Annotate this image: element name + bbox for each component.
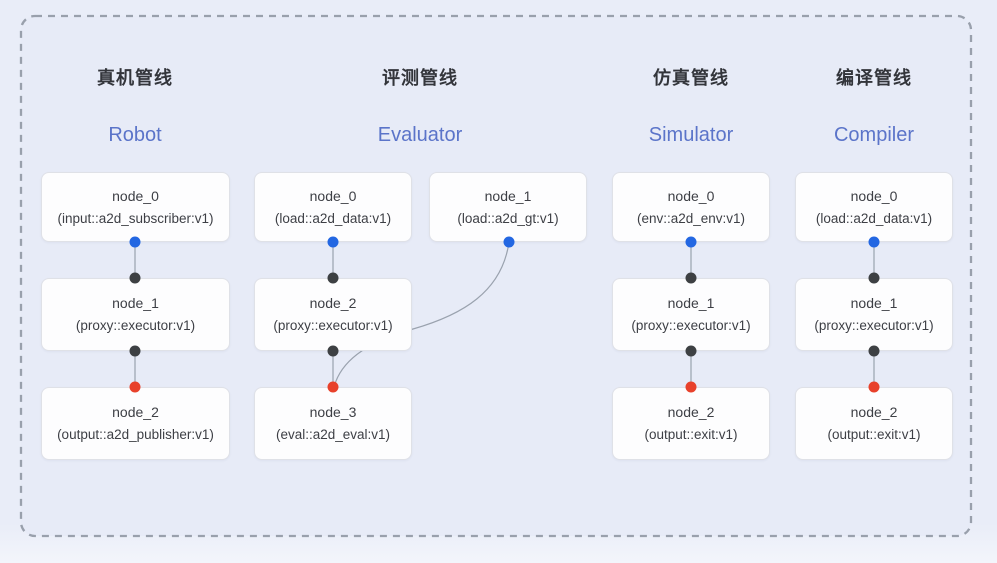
- simulator-node-2: node_2 (output::exit:v1): [612, 387, 770, 460]
- compiler-node-0: node_0 (load::a2d_data:v1): [795, 172, 953, 242]
- node-name: node_2: [667, 404, 715, 420]
- node-spec: (proxy::executor:v1): [75, 318, 196, 333]
- node-name: node_2: [112, 404, 159, 420]
- node-spec: (env::a2d_env:v1): [636, 210, 746, 226]
- node-name: node_1: [484, 187, 532, 204]
- node-name: node_0: [112, 187, 159, 204]
- node-name: node_2: [309, 295, 357, 311]
- node-spec: (output::exit:v1): [644, 427, 738, 442]
- pipeline-title-zh-compiler: 编译管线: [836, 68, 912, 88]
- pipeline-title-zh-evaluator: 评测管线: [382, 68, 458, 88]
- compiler-node-2: node_2 (output::exit:v1): [795, 387, 953, 460]
- node-spec: (output::a2d_publisher:v1): [57, 427, 214, 442]
- node-spec: (load::a2d_data:v1): [274, 210, 392, 226]
- node-name: node_1: [112, 295, 159, 311]
- node-spec: (proxy::executor:v1): [631, 318, 751, 333]
- node-name: node_0: [667, 187, 715, 204]
- pipeline-title-zh-simulator: 仿真管线: [653, 68, 729, 88]
- node-name: node_2: [850, 404, 898, 420]
- node-spec: (proxy::executor:v1): [273, 318, 393, 333]
- node-spec: (proxy::executor:v1): [814, 318, 934, 333]
- node-spec: (eval::a2d_eval:v1): [275, 427, 391, 442]
- simulator-node-1: node_1 (proxy::executor:v1): [612, 278, 770, 351]
- robot-node-0: node_0 (input::a2d_subscriber:v1): [41, 172, 230, 242]
- pipeline-title-en-robot: Robot: [108, 124, 162, 146]
- robot-node-2: node_2 (output::a2d_publisher:v1): [41, 387, 230, 460]
- evaluator-node-0: node_0 (load::a2d_data:v1): [254, 172, 412, 242]
- pipeline-title-zh-robot: 真机管线: [97, 68, 173, 88]
- node-spec: (load::a2d_gt:v1): [457, 210, 559, 226]
- node-spec: (load::a2d_data:v1): [815, 210, 933, 226]
- compiler-node-1: node_1 (proxy::executor:v1): [795, 278, 953, 351]
- node-name: node_0: [309, 187, 357, 204]
- node-name: node_1: [667, 295, 715, 311]
- node-spec: (input::a2d_subscriber:v1): [57, 210, 214, 226]
- pipeline-title-en-compiler: Compiler: [833, 124, 915, 146]
- node-name: node_1: [850, 295, 898, 311]
- evaluator-node-2: node_2 (proxy::executor:v1): [254, 278, 412, 351]
- evaluator-node-1: node_1 (load::a2d_gt:v1): [429, 172, 587, 242]
- robot-node-1: node_1 (proxy::executor:v1): [41, 278, 230, 351]
- pipeline-title-en-evaluator: Evaluator: [377, 124, 463, 146]
- evaluator-node-3: node_3 (eval::a2d_eval:v1): [254, 387, 412, 460]
- node-name: node_3: [309, 404, 357, 420]
- node-name: node_0: [850, 187, 898, 204]
- simulator-node-0: node_0 (env::a2d_env:v1): [612, 172, 770, 242]
- pipeline-title-en-simulator: Simulator: [648, 124, 734, 146]
- node-spec: (output::exit:v1): [827, 427, 921, 442]
